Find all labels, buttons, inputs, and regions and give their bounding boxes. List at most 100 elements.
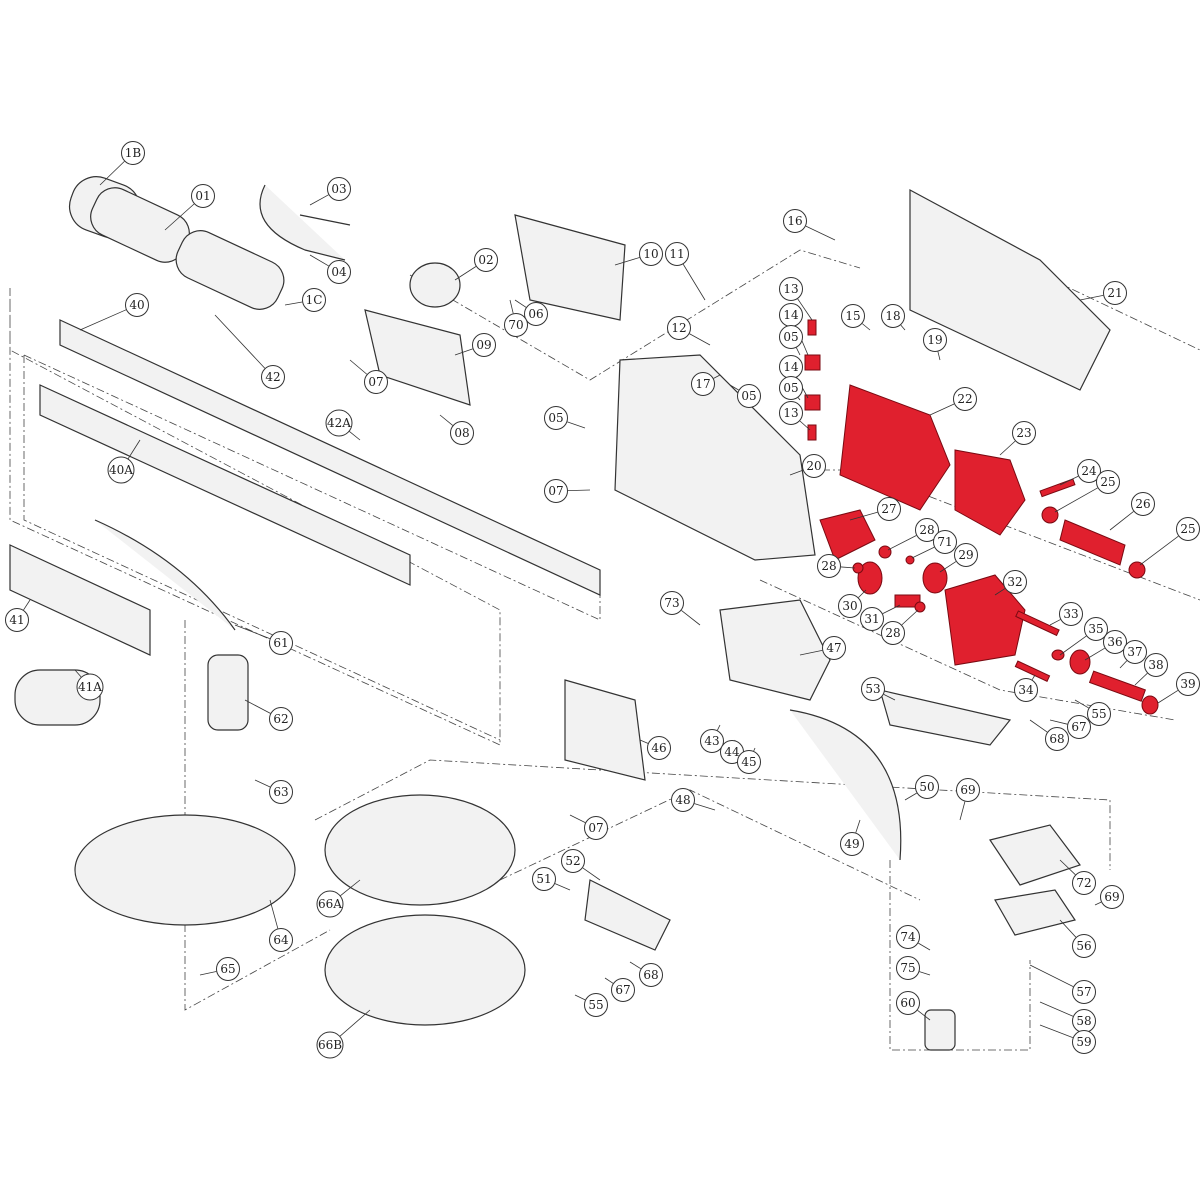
callout-20: 20 — [789, 454, 826, 478]
leader-line — [1049, 719, 1068, 725]
callout-circle — [1103, 630, 1127, 654]
callout-33: 33 — [1049, 602, 1083, 626]
callout-number: 11 — [669, 247, 684, 261]
callout-40: 40 — [79, 293, 149, 331]
callout-14: 14 — [779, 303, 809, 356]
callout-number: 60 — [900, 996, 915, 1010]
bracket-52 — [584, 879, 671, 951]
callout-41: 41 — [5, 599, 31, 632]
callout-25: 25 — [1139, 517, 1200, 566]
leader-line — [929, 403, 955, 416]
spring-60 — [924, 1009, 956, 1051]
callout-10: 10 — [614, 242, 663, 266]
callout-number: 42A — [327, 416, 351, 430]
callout-42A: 42A — [325, 409, 361, 441]
leader-line — [1059, 859, 1076, 875]
callout-number: 66B — [318, 1038, 342, 1052]
callout-28: 28 — [817, 554, 856, 578]
leader-line — [348, 430, 361, 441]
callout-circle — [1103, 281, 1127, 305]
leader-line — [849, 511, 878, 521]
callout-circle — [1059, 602, 1083, 626]
callout-68: 68 — [629, 961, 663, 987]
part-13b — [807, 424, 817, 441]
callout-circle — [954, 543, 978, 567]
callout-circle — [76, 673, 104, 701]
callout-29: 29 — [939, 543, 978, 573]
callout-number: 68 — [643, 968, 658, 982]
callout-65: 65 — [199, 957, 240, 981]
callout-circle — [783, 209, 807, 233]
part-34 — [1014, 660, 1051, 682]
part-35 — [1051, 649, 1065, 661]
leader-line — [713, 374, 721, 379]
callout-52: 52 — [561, 849, 601, 881]
leader-line — [911, 546, 935, 559]
callout-66B: 66B — [316, 1009, 371, 1059]
callout-number: 75 — [900, 961, 915, 975]
callout-number: 30 — [842, 599, 857, 613]
callout-51: 51 — [532, 867, 571, 891]
leader-line — [999, 440, 1016, 456]
part-31 — [894, 594, 921, 608]
callout-05: 05 — [779, 376, 803, 401]
callout-number: 12 — [671, 321, 686, 335]
callout-circle — [802, 454, 826, 478]
callout-circle — [364, 370, 388, 394]
leader-line — [882, 604, 901, 614]
callout-number: 23 — [1016, 426, 1031, 440]
callout-number: 29 — [958, 548, 973, 562]
callout-number: 07 — [588, 821, 603, 835]
leader-line — [269, 899, 279, 929]
callout-circle — [107, 456, 135, 484]
leader-line — [338, 1009, 371, 1038]
leader-line — [1059, 919, 1077, 938]
callout-number: 08 — [454, 426, 469, 440]
callout-circle — [1131, 492, 1155, 516]
leader-line — [614, 257, 640, 266]
callout-circle — [860, 607, 884, 631]
leader-line — [1059, 635, 1087, 656]
part-33 — [1015, 610, 1060, 637]
callout-15: 15 — [841, 304, 871, 331]
part-14a — [804, 354, 821, 371]
leader-line — [1139, 535, 1179, 566]
part-38 — [1088, 670, 1147, 702]
callout-number: 70 — [508, 318, 523, 332]
leader-line — [574, 994, 586, 1001]
callout-circle — [5, 608, 29, 632]
part-29 — [922, 562, 948, 594]
hose-61 — [94, 519, 236, 631]
leader-line — [99, 161, 125, 186]
callout-07: 07 — [349, 359, 388, 394]
callout-circle — [125, 293, 149, 317]
callout-28: 28 — [887, 518, 939, 551]
callout-69: 69 — [1094, 885, 1124, 909]
housing-20 — [614, 354, 816, 561]
callout-number: 02 — [478, 253, 493, 267]
callout-number: 28 — [919, 523, 934, 537]
callout-number: 48 — [675, 793, 690, 807]
callout-number: 07 — [368, 375, 383, 389]
callout-circle — [737, 750, 761, 774]
leader-line — [164, 203, 195, 231]
callout-number: 10 — [643, 247, 658, 261]
callout-number: 63 — [273, 785, 288, 799]
callout-circle — [1100, 885, 1124, 909]
callout-number: 06 — [528, 307, 543, 321]
callout-38: 38 — [1134, 653, 1168, 686]
callout-circle — [1072, 1030, 1096, 1054]
callout-number: 31 — [864, 612, 879, 626]
callout-number: 17 — [695, 377, 710, 391]
callout-circle — [1144, 653, 1168, 677]
part-22 — [839, 384, 951, 511]
callout-03: 03 — [309, 177, 351, 206]
callout-05: 05 — [779, 325, 803, 356]
callout-circle — [822, 636, 846, 660]
callout-number: 39 — [1180, 677, 1195, 691]
switch-cover-10 — [514, 214, 626, 321]
callout-circle — [584, 816, 608, 840]
callout-circle — [1014, 678, 1038, 702]
